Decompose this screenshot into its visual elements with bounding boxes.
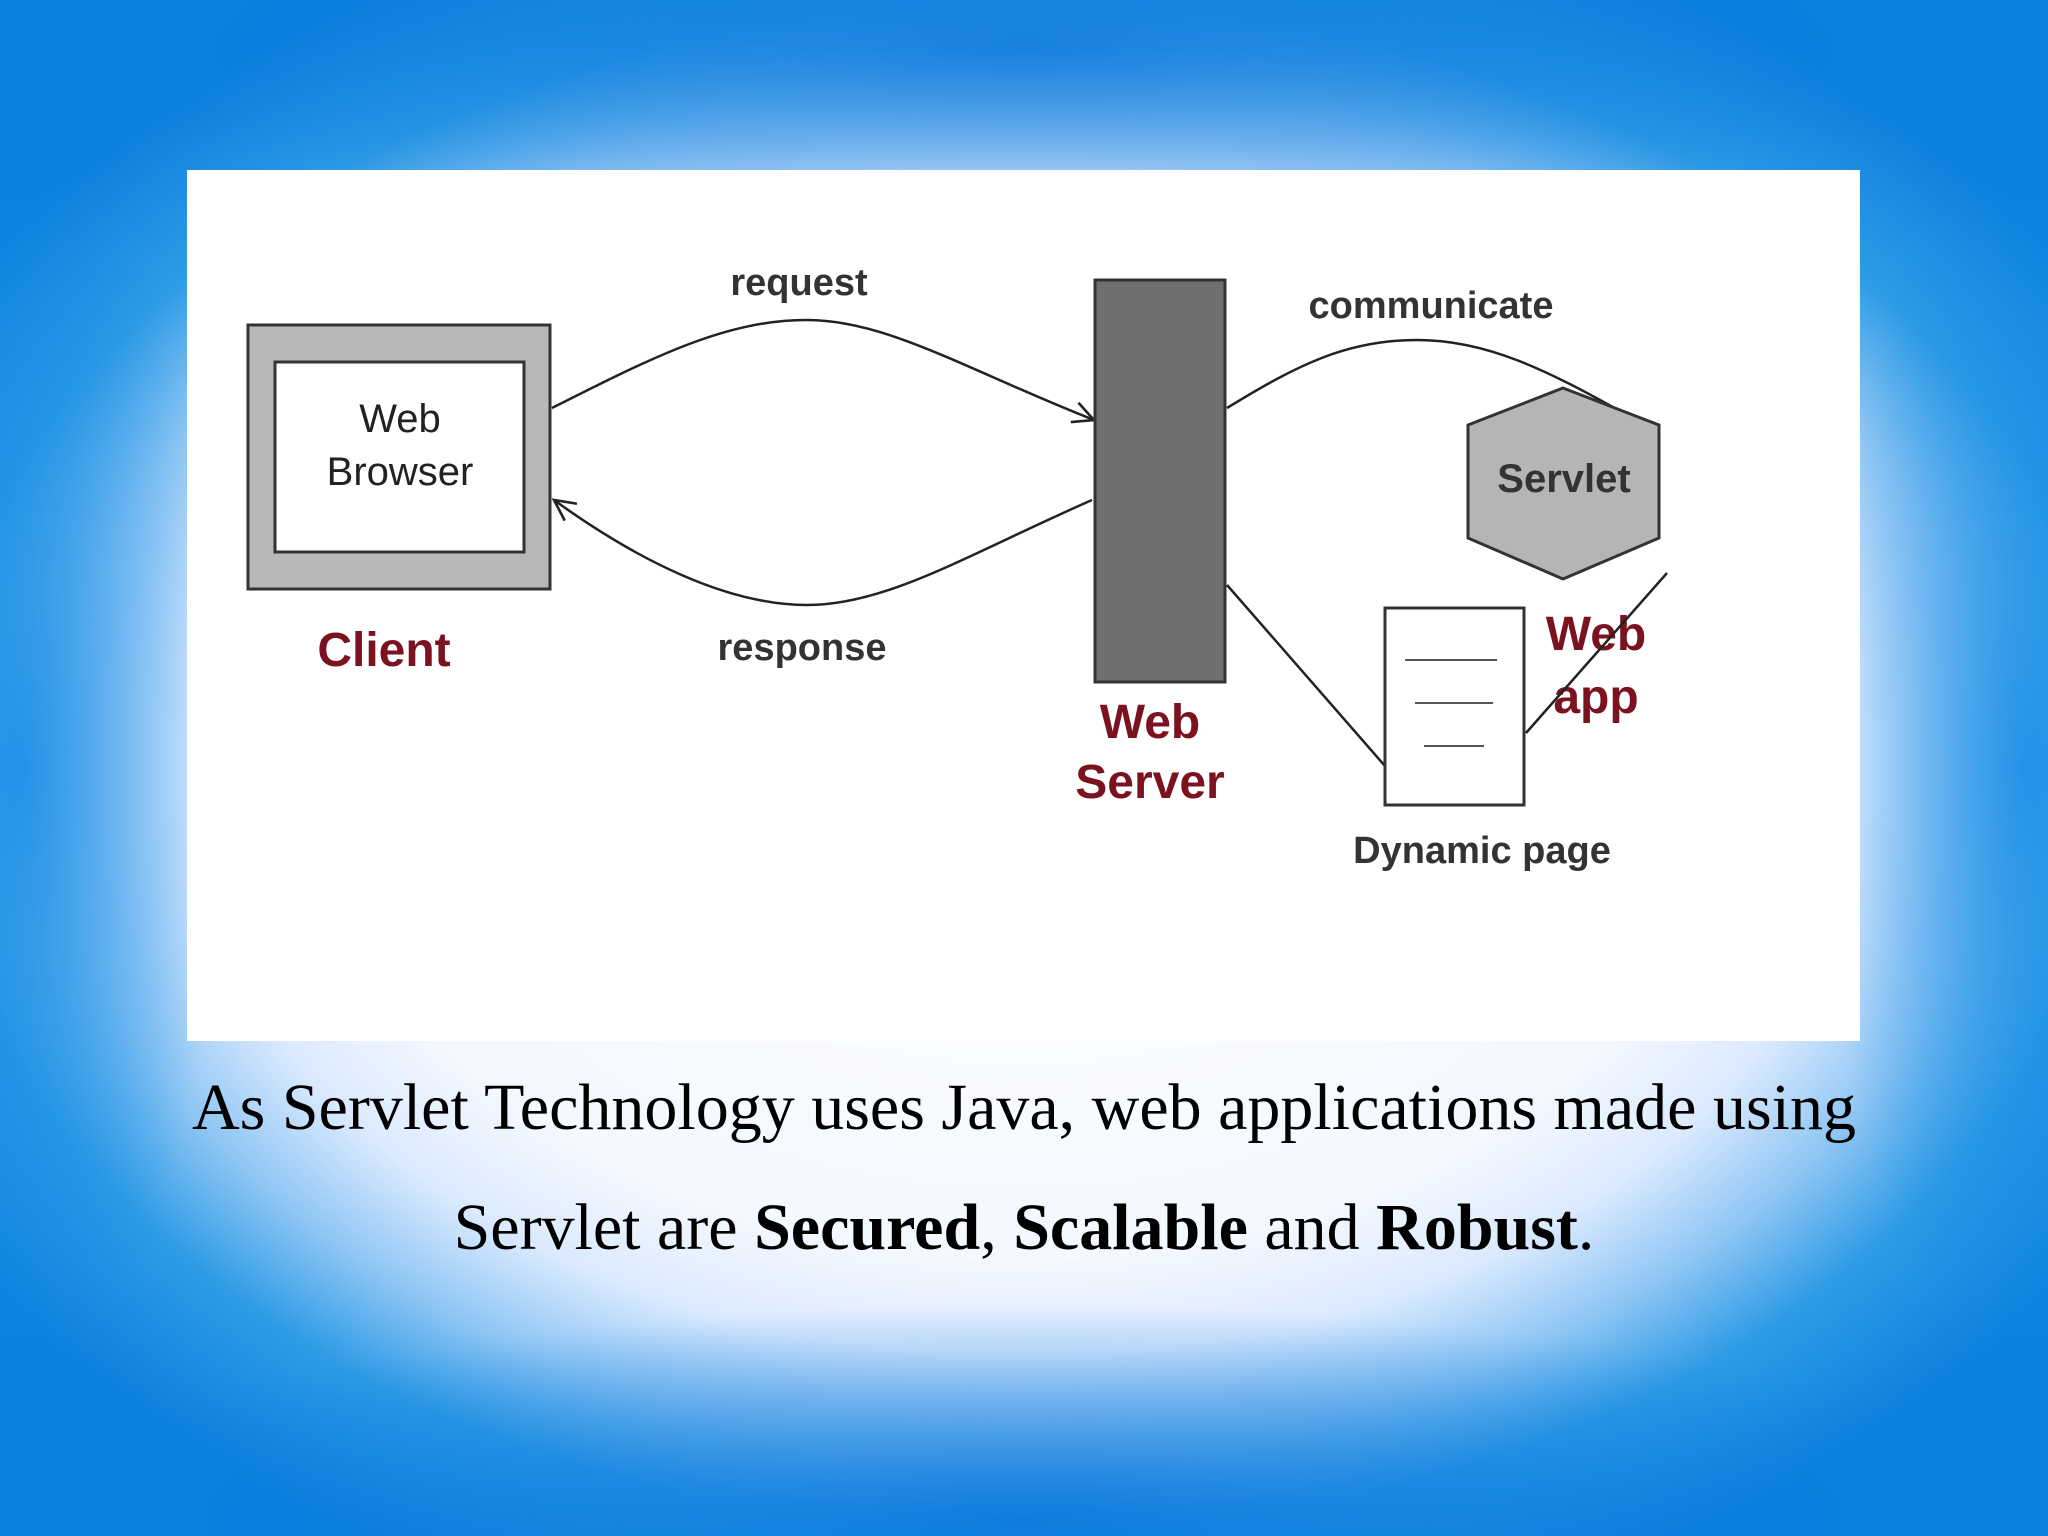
browser-label-line1: Web — [359, 397, 441, 441]
browser-label-line2: Browser — [327, 450, 474, 494]
web-server-block — [1093, 278, 1227, 684]
caption-prefix: Servlet are — [453, 1191, 755, 1264]
dynamic-page-label: Dynamic page — [1353, 830, 1611, 872]
caption-end: . — [1577, 1191, 1595, 1264]
response-label: response — [718, 627, 887, 669]
servlet-to-page-line — [1525, 572, 1668, 734]
diagram-canvas: Web Browser Client request response Web … — [246, 262, 1668, 872]
servlet-label: Servlet — [1497, 457, 1630, 501]
communicate-label: communicate — [1309, 285, 1554, 327]
caption-line-2: Servlet are Secured, Scalable and Robust… — [120, 1168, 1928, 1288]
web-browser-box: Web Browser — [246, 323, 552, 591]
caption-term-scalable: Scalable — [1013, 1191, 1248, 1264]
caption-sep-2: and — [1247, 1191, 1377, 1264]
communicate-connector — [1226, 338, 1628, 417]
caption-term-secured: Secured — [754, 1191, 981, 1264]
webapp-label-line2: app — [1553, 671, 1638, 724]
client-label: Client — [317, 624, 450, 677]
servlet-hexagon — [1466, 386, 1661, 581]
request-arrow — [551, 318, 1094, 420]
request-label: request — [730, 262, 868, 304]
caption-sep-1: , — [980, 1191, 1014, 1264]
servlet-architecture-diagram: Web Browser Client request response Web … — [187, 170, 1860, 1041]
server-label-line1: Web — [1100, 696, 1200, 749]
server-label-line2: Server — [1075, 756, 1224, 809]
dynamic-page-document — [1383, 606, 1526, 807]
caption-line-1: As Servlet Technology uses Java, web app… — [192, 1071, 1856, 1144]
slide-caption: As Servlet Technology uses Java, web app… — [120, 1048, 1928, 1288]
caption-term-robust: Robust — [1376, 1191, 1578, 1264]
response-arrow — [554, 500, 1093, 607]
server-to-page-line — [1226, 584, 1386, 767]
